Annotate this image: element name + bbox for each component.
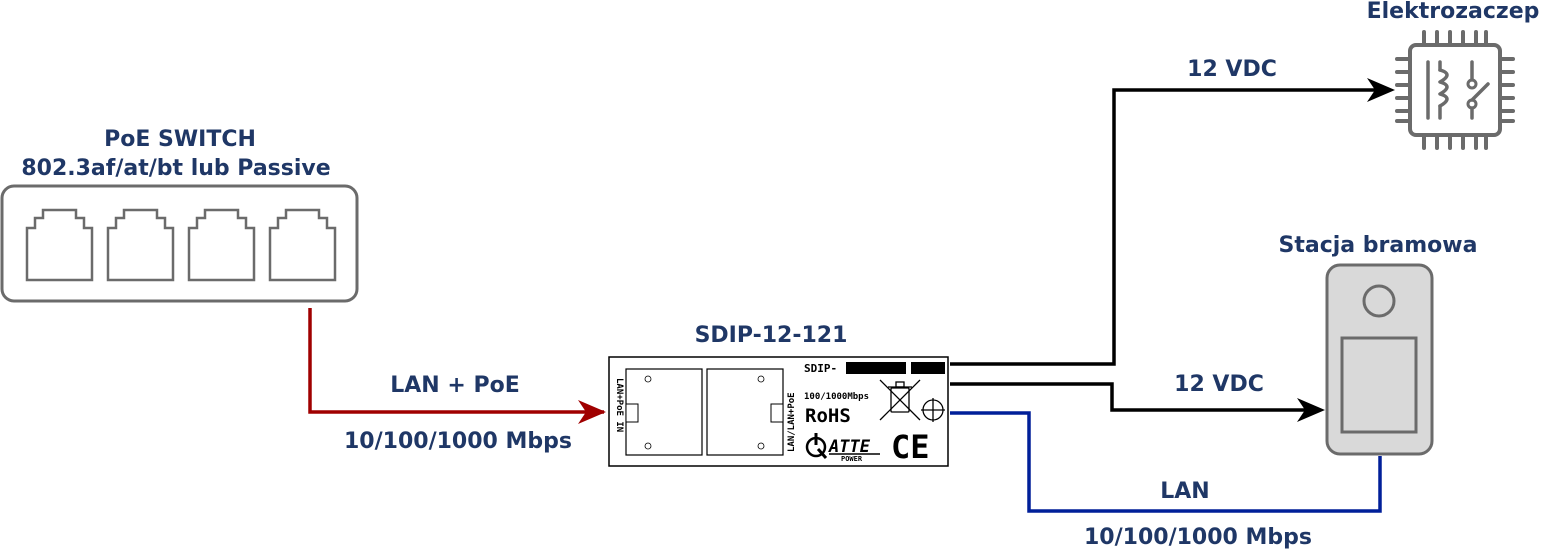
device-title: SDIP-12-121 xyxy=(695,323,848,348)
relay-chip-icon xyxy=(1395,30,1515,150)
switch-port-icon xyxy=(187,208,256,282)
speed-marking: 100/1000Mbps xyxy=(804,392,869,402)
poe-switch-icon xyxy=(0,184,359,303)
lan-poe-arrowhead xyxy=(578,400,606,424)
model-redaction-2 xyxy=(911,362,945,374)
lock-power-label: 12 VDC xyxy=(1187,57,1277,82)
model-prefix: SDIP- xyxy=(804,362,837,375)
intercom-station-icon xyxy=(1325,263,1434,456)
station-power-arrowhead xyxy=(1297,398,1325,422)
lan-poe-label: LAN + PoE xyxy=(390,373,519,398)
model-redaction xyxy=(846,362,906,374)
lock-title: Elektrozaczep xyxy=(1367,0,1540,24)
port-out-label: LAN/LAN+PoE xyxy=(787,392,797,452)
weee-bin-icon xyxy=(879,379,921,421)
lock-power-cable xyxy=(950,88,1380,366)
station-lan-cable xyxy=(950,411,1382,513)
port-in-label: LAN+PoE IN xyxy=(614,378,624,432)
ce-mark: CE xyxy=(891,428,930,466)
switch-port-icon xyxy=(106,208,175,282)
sdip-device: LAN+PoE IN LAN/LAN+PoE SDIP- 100/1000Mbp… xyxy=(608,356,949,467)
station-lan-speed: 10/100/1000 Mbps xyxy=(1084,525,1312,550)
station-lan-label: LAN xyxy=(1160,479,1209,504)
brand-text: ATTE xyxy=(828,437,871,457)
lan-poe-cable xyxy=(308,308,604,414)
brand-sub: POWER xyxy=(841,455,863,463)
switch-port-icon xyxy=(25,208,94,282)
switch-port-icon xyxy=(268,208,337,282)
crosshair-icon xyxy=(921,398,945,422)
switch-title-line2: 802.3af/at/bt lub Passive xyxy=(21,156,330,181)
station-title: Stacja bramowa xyxy=(1279,233,1478,258)
lock-power-arrowhead xyxy=(1367,78,1395,102)
lan-poe-speed: 10/100/1000 Mbps xyxy=(344,429,572,454)
rj45-port-out xyxy=(706,368,784,456)
station-power-cable xyxy=(950,382,1310,412)
switch-title-line1: PoE SWITCH xyxy=(104,127,256,152)
station-power-label: 12 VDC xyxy=(1174,372,1264,397)
atte-logo-icon: ATTE POWER xyxy=(805,433,880,463)
rohs-mark: RoHS xyxy=(805,405,851,427)
